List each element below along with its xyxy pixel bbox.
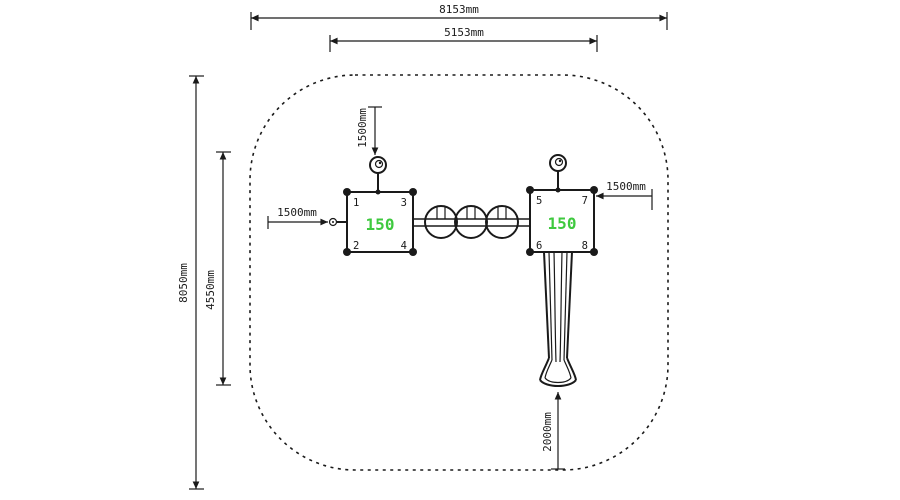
ring <box>485 205 519 239</box>
ring <box>424 205 458 239</box>
dimension-inner-height: 4550mm <box>204 151 231 386</box>
corner-number: 1 <box>353 197 359 209</box>
corner-number: 2 <box>353 240 359 252</box>
post-marker <box>409 188 417 196</box>
corner-number: 4 <box>401 240 407 252</box>
dimension-overall-width: 8153mm <box>250 3 668 30</box>
dimension-overall-height: 8050mm <box>177 75 204 490</box>
steering-wheel-post-left <box>369 156 387 195</box>
dimension-inner-width: 5153mm <box>329 26 598 52</box>
dimension-label-right-clearance: 1500mm <box>606 180 646 193</box>
post-marker <box>343 248 351 256</box>
dimension-label-overall-height: 8050mm <box>177 263 190 303</box>
corner-number: 5 <box>536 195 542 207</box>
grab-handle-left <box>328 217 347 227</box>
ring-bridge <box>413 205 530 239</box>
dimension-left-clearance: 1500mm <box>267 206 328 229</box>
safety-zone-boundary <box>249 74 669 471</box>
corner-number: 3 <box>401 197 407 209</box>
post-marker <box>526 248 534 256</box>
post-marker <box>526 186 534 194</box>
dimension-label-slide-clearance: 2000mm <box>541 412 554 452</box>
post-marker <box>590 186 598 194</box>
dimension-label-left-clearance: 1500mm <box>277 206 317 219</box>
post-marker <box>409 248 417 256</box>
steering-wheel-icon <box>369 156 387 174</box>
dimension-label-inner-width: 5153mm <box>444 26 484 39</box>
platform-left: 1 3 2 4 150 <box>343 188 417 256</box>
dimension-post-height: 1500mm <box>356 106 382 155</box>
slide <box>539 251 577 387</box>
corner-number: 7 <box>582 195 588 207</box>
corner-number: 8 <box>582 240 588 252</box>
dimension-right-clearance: 1500mm <box>596 180 653 210</box>
platform-size-label: 150 <box>548 214 577 233</box>
ring <box>454 205 488 239</box>
dimension-label-overall-width: 8153mm <box>439 3 479 16</box>
dimension-slide-clearance: 2000mm <box>541 392 565 470</box>
dimension-label-post-height: 1500mm <box>356 108 369 148</box>
post-marker <box>343 188 351 196</box>
platform-size-label: 150 <box>366 215 395 234</box>
steering-wheel-icon <box>549 154 567 172</box>
dimension-label-inner-height: 4550mm <box>204 270 217 310</box>
steering-wheel-post-right <box>549 154 567 193</box>
corner-number: 6 <box>536 240 542 252</box>
platform-right: 5 7 6 8 150 <box>526 186 598 256</box>
post-marker <box>590 248 598 256</box>
